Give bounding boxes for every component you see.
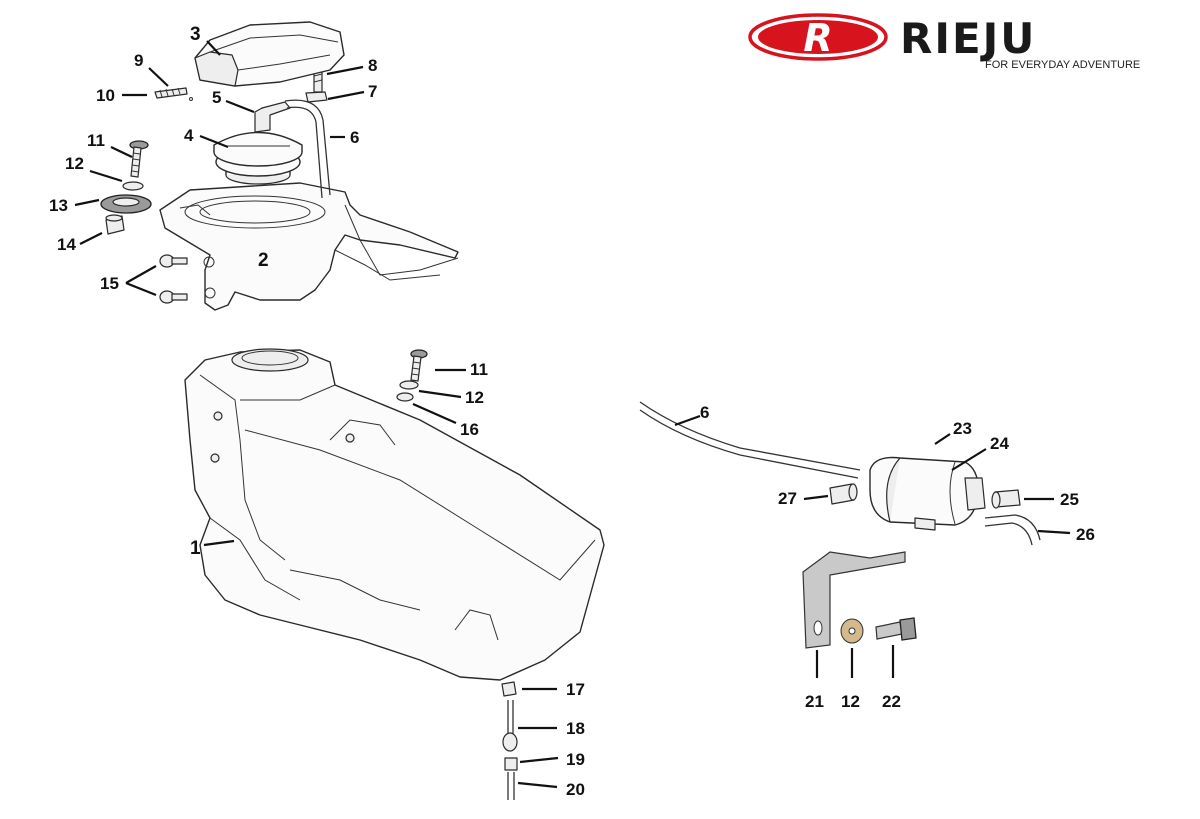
callout-24: 24 [990,434,1009,453]
vent-filter-assembly [639,401,1041,649]
callout-12b: 12 [465,388,484,407]
callout-12c: 12 [841,692,860,711]
rieju-logo: R RIEJU FOR EVERYDAY ADVENTURE [748,13,1140,71]
callout-4: 4 [184,126,194,145]
tank-top-panel [159,182,459,311]
callout-2: 2 [258,250,269,271]
callout-9: 9 [134,51,143,70]
callout-3: 3 [190,24,201,45]
callout-21: 21 [805,692,824,711]
callout-11b: 11 [470,360,488,379]
logo-tagline: FOR EVERYDAY ADVENTURE [985,59,1140,71]
logo-wordmark: RIEJU [900,14,1036,63]
leader-lines [74,40,1071,789]
callout-22: 22 [882,692,901,711]
callout-6b: 6 [700,403,709,422]
callout-labels: 1 2 3 4 5 6 7 8 9 10 11 12 13 14 15 11 1… [49,24,1095,799]
callout-14: 14 [57,235,76,254]
callout-7: 7 [368,82,377,101]
callout-11a: 11 [87,131,105,150]
fuel-tank [184,348,605,800]
callout-20: 20 [566,780,585,799]
filler-assembly [100,21,459,311]
callout-19: 19 [566,750,585,769]
callout-25: 25 [1060,490,1079,509]
callout-12a: 12 [65,154,84,173]
callout-5: 5 [212,88,221,107]
callout-23: 23 [953,419,972,438]
callout-10: 10 [96,86,115,105]
callout-1: 1 [190,538,201,559]
callout-8: 8 [368,56,377,75]
logo-emblem-letter: R [803,16,832,60]
callout-18: 18 [566,719,585,738]
callout-17: 17 [566,680,585,699]
callout-13: 13 [49,196,68,215]
callout-26: 26 [1076,525,1095,544]
callout-6a: 6 [350,128,359,147]
callout-15: 15 [100,274,119,293]
callout-27: 27 [778,489,797,508]
callout-16: 16 [460,420,479,439]
